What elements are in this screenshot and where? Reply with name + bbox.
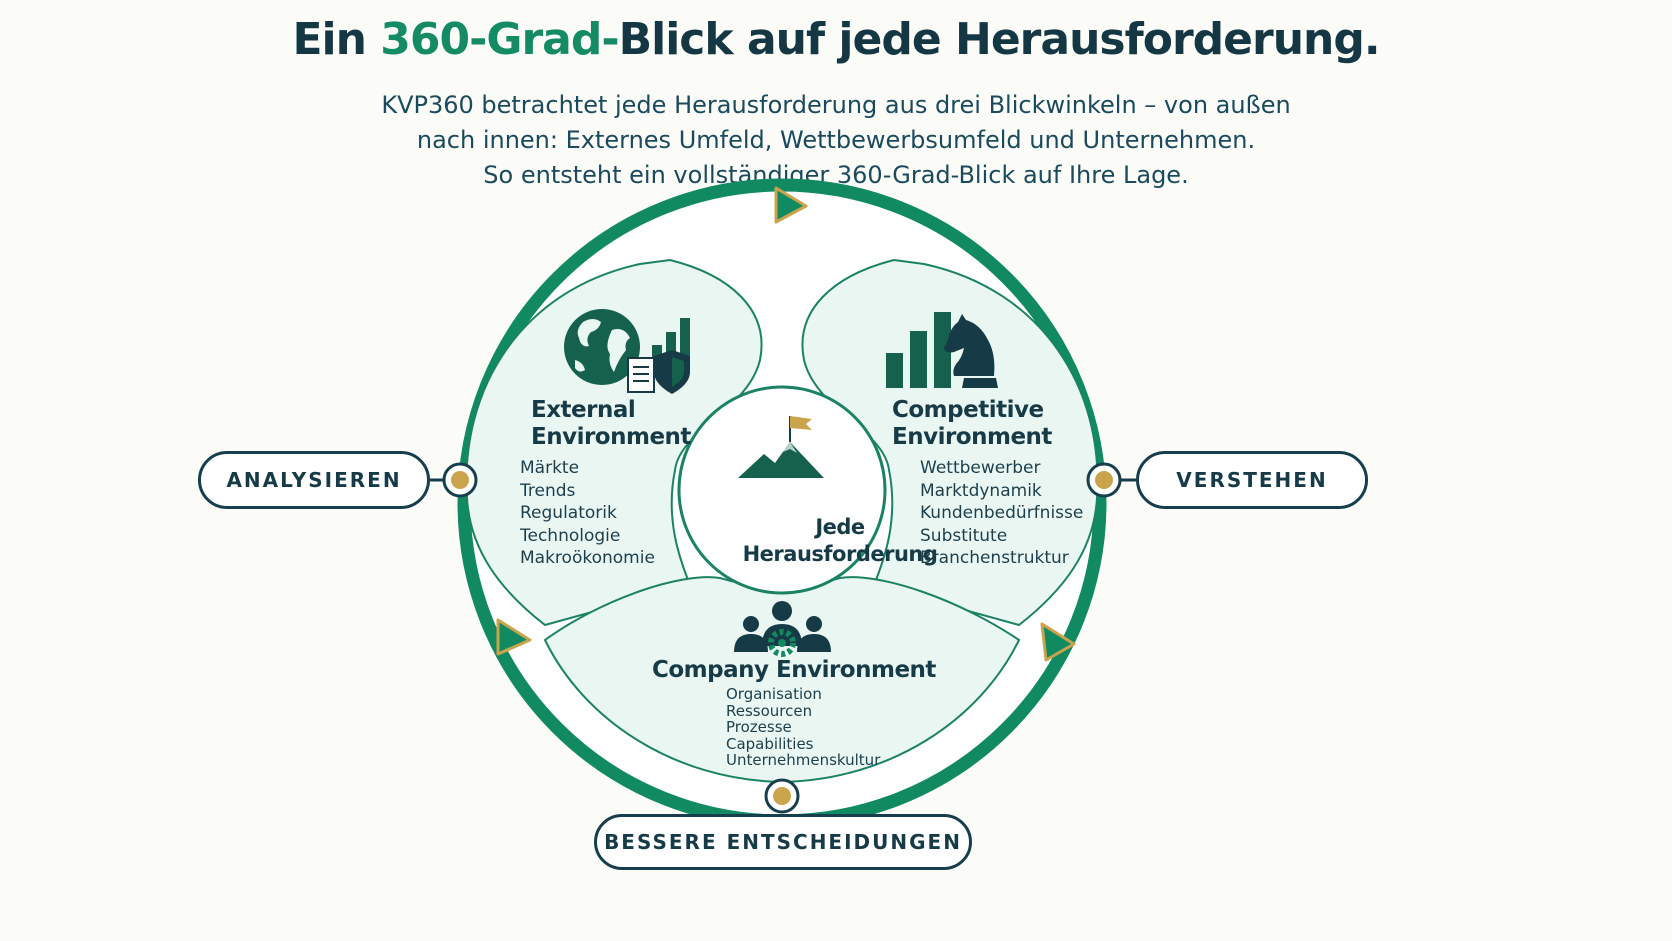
list-item: Unternehmenskultur [726,751,881,769]
list-item: Kundenbedürfnisse [920,503,1084,523]
bar-chart-knight-icon [886,312,998,388]
competitive-title-line-1: Competitive [892,397,1044,423]
node-left [442,462,478,498]
list-item: Wettbewerber [920,458,1041,478]
center-circle [677,385,887,595]
title-part1: Ein [292,14,381,65]
list-item: Substitute [920,525,1008,546]
node-right [1086,462,1122,498]
globe-chart-shield-icon [564,309,690,394]
center-label: Jede Herausforderung [720,514,960,568]
center-line-2: Herausforderung [742,542,938,566]
team-gear-icon [734,601,831,657]
competitive-title: Competitive Environment [892,397,1052,451]
external-list: Märkte Trends Regulatorik Technologie Ma… [520,457,655,570]
list-item: Trends [520,480,576,501]
external-title: External Environment [531,397,691,451]
arrow-left-icon [496,618,532,656]
subtitle-line-2: nach innen: Externes Umfeld, Wettbewerbs… [416,126,1256,154]
center-line-1: Jede [815,515,865,539]
node-bottom [764,778,800,814]
external-title-line-1: External [531,397,636,423]
list-item: Makroökonomie [520,548,655,568]
bessere-entscheidungen-button[interactable]: BESSERE ENTSCHEIDUNGEN [594,814,972,870]
list-item: Capabilities [726,734,814,753]
list-item: Märkte [520,458,580,478]
list-item: Regulatorik [520,503,617,523]
list-item: Organisation [726,685,822,703]
competitive-title-line-2: Environment [892,424,1052,450]
arrow-right-icon [1040,622,1076,662]
analysieren-button[interactable]: ANALYSIEREN [198,451,430,509]
list-item: Technologie [520,525,621,546]
mountain-flag-icon [738,416,824,478]
list-item: Ressourcen [726,701,813,720]
subtitle: KVP360 betrachtet jede Herausforderung a… [236,88,1436,193]
title-accent: 360-Grad- [380,14,619,65]
verstehen-button[interactable]: VERSTEHEN [1136,451,1368,509]
page-title: Ein 360-Grad-Blick auf jede Herausforder… [0,14,1672,65]
arrow-top-icon [774,186,808,224]
list-item: Marktdynamik [920,480,1042,501]
subtitle-line-1: KVP360 betrachtet jede Herausforderung a… [381,91,1291,119]
external-title-line-2: Environment [531,424,691,450]
segment-company[interactable] [543,576,1021,784]
segment-competitive[interactable] [801,258,1099,627]
competitive-list: Wettbewerber Marktdynamik Kundenbedürfni… [920,457,1083,570]
list-item: Prozesse [726,718,792,736]
list-item: Branchenstruktur [920,548,1069,568]
title-part2: Blick auf jede Herausforderung. [618,14,1381,65]
company-title: Company Environment [652,657,936,683]
company-list: Organisation Ressourcen Prozesse Capabil… [726,686,880,769]
